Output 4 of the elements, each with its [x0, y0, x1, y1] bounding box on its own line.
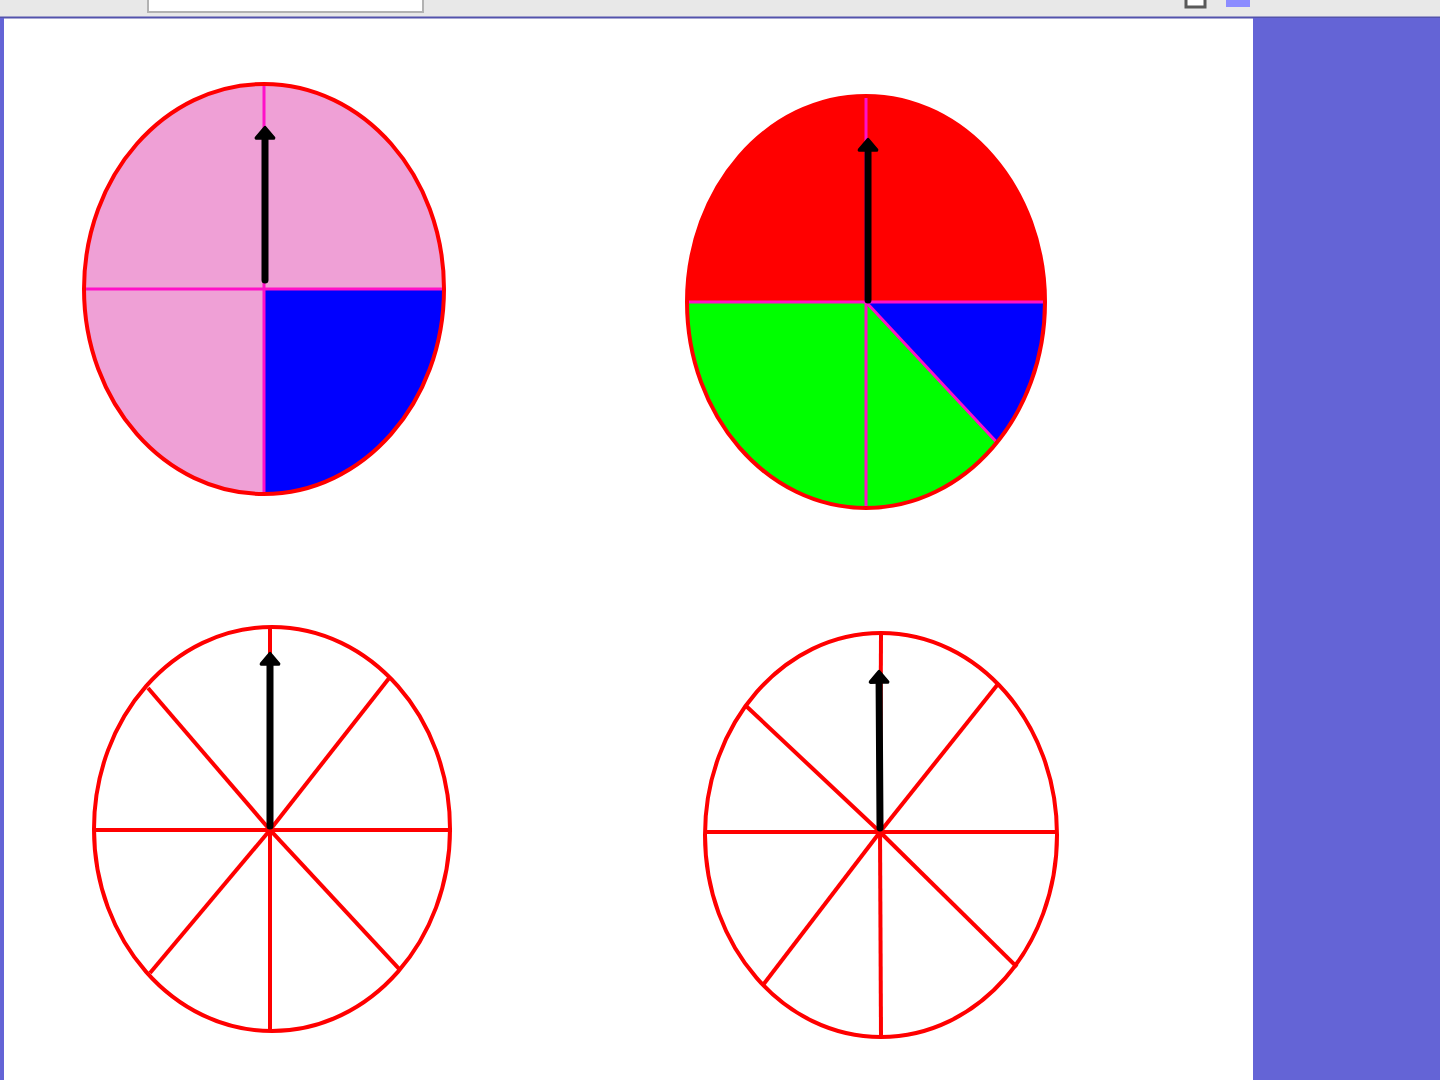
- spinner-wheel: [703, 631, 1059, 1039]
- spinner-wheel: [92, 625, 452, 1033]
- spinner-wheel: [685, 94, 1047, 510]
- spinner-wheel: [82, 82, 446, 496]
